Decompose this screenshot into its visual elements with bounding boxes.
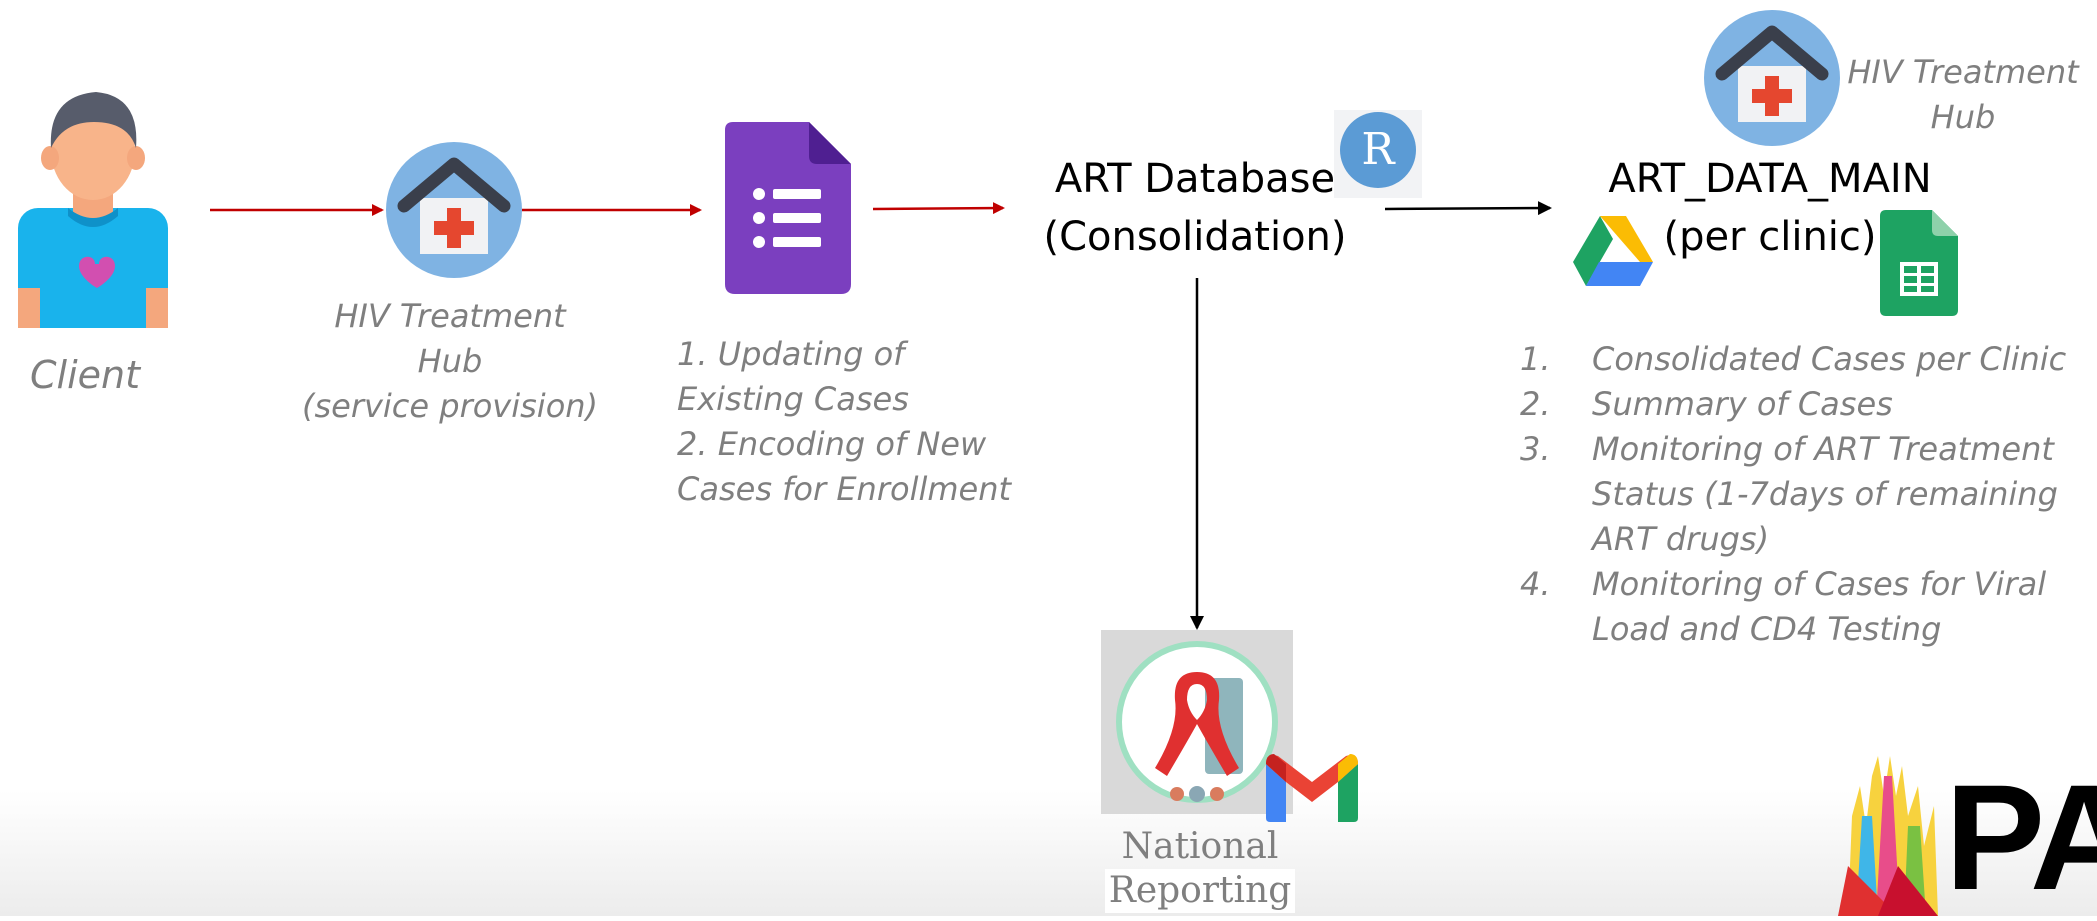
google-forms-icon [725,122,851,294]
list-item-line: Monitoring of ART Treatment [1592,430,2054,468]
national-reporting-caption: National Reporting [1100,825,1300,913]
hospital-home-icon-secondary [1704,10,1840,146]
arrow-database-to-main [1384,201,1552,216]
art-data-main-title: ART_DATA_MAIN [1608,156,1932,202]
hiv-ribbon-app-icon [1101,630,1293,814]
form-line: Existing Cases [677,380,909,418]
hub-caption-line2: Hub [417,342,483,380]
hub-secondary-line2: Hub [1930,98,1996,136]
client-person-icon [18,92,168,328]
r-logo-letter: R [1361,124,1395,175]
list-item-line: ART drugs) [1592,520,1770,558]
list-item-line: Monitoring of Cases for Viral [1592,565,2047,603]
list-item: 1. Consolidated Cases per Clinic [1520,337,2080,382]
hub-caption-line3: (service provision) [301,387,599,425]
hub-secondary-line1: HIV Treatment [1847,53,2079,91]
gmail-icon [1266,754,1358,822]
hospital-home-icon [386,142,522,278]
list-item-number: 1. [1520,340,1551,378]
form-caption: 1. Updating of Existing Cases 2. Encodin… [677,332,1017,512]
art-data-main-list: 1. Consolidated Cases per Clinic 2. Summ… [1520,337,2080,652]
list-item-number: 2. [1520,385,1551,423]
list-item-line: Load and CD4 Testing [1592,610,1942,648]
hub-caption: HIV Treatment Hub (service provision) [290,294,610,429]
list-item-number: 3. [1520,430,1551,468]
list-item: 2. Summary of Cases [1520,382,2080,427]
list-item: 4. Monitoring of Cases for Viral Load an… [1520,562,2080,652]
hub-secondary-caption: HIV Treatment Hub [1838,50,2088,140]
list-item-line: Summary of Cases [1592,385,1893,423]
background-fade [0,790,2097,916]
form-line: 1. Updating of [677,335,905,373]
list-item-line: Consolidated Cases per Clinic [1592,340,2067,378]
art-database-line2: (Consolidation) [1043,214,1347,260]
arrow-form-to-database [872,202,1005,215]
national-reporting-line2: Reporting [1104,869,1296,913]
client-label: Client [30,353,141,397]
list-item-number: 4. [1520,565,1551,603]
google-drive-icon [1573,216,1653,286]
form-line: 2. Encoding of New [677,425,987,463]
r-logo-icon [1334,110,1422,198]
art-database-title: ART Database (Consolidation) [1030,150,1360,266]
city-skyline-logo-icon [1838,756,1938,916]
art-database-line1: ART Database [1054,156,1336,202]
logo-partial-text: PAI [1945,753,2097,921]
hub-caption-line1: HIV Treatment [334,297,566,335]
list-item-line: Status (1-7days of remaining [1592,475,2058,513]
national-reporting-line1: National [1121,826,1279,867]
list-item: 3. Monitoring of ART Treatment Status (1… [1520,427,2080,562]
art-data-main-subtitle: (per clinic) [1663,214,1877,260]
google-sheets-icon [1880,210,1958,316]
form-line: Cases for Enrollment [677,470,1012,508]
